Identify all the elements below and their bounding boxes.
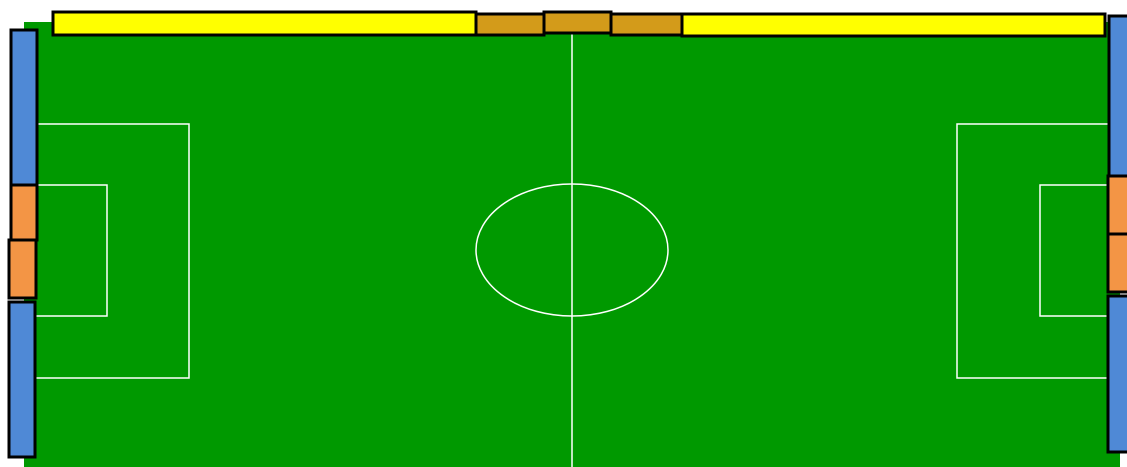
right-board-orange-top bbox=[1108, 176, 1127, 234]
left-board-orange-bottom bbox=[9, 240, 36, 298]
top-board-gold-left bbox=[476, 14, 544, 35]
left-board-orange-top bbox=[11, 185, 37, 240]
top-board-yellow-left bbox=[53, 12, 476, 35]
right-board-orange-bottom bbox=[1108, 234, 1127, 292]
left-board-blue-top bbox=[11, 30, 37, 185]
right-board-blue-bottom bbox=[1108, 296, 1127, 452]
right-board-blue-top bbox=[1109, 16, 1127, 176]
top-board-gold-center bbox=[544, 12, 611, 33]
top-board-yellow-right bbox=[682, 14, 1105, 36]
top-board-gold-right bbox=[611, 14, 682, 35]
left-board-blue-bottom bbox=[9, 302, 35, 457]
